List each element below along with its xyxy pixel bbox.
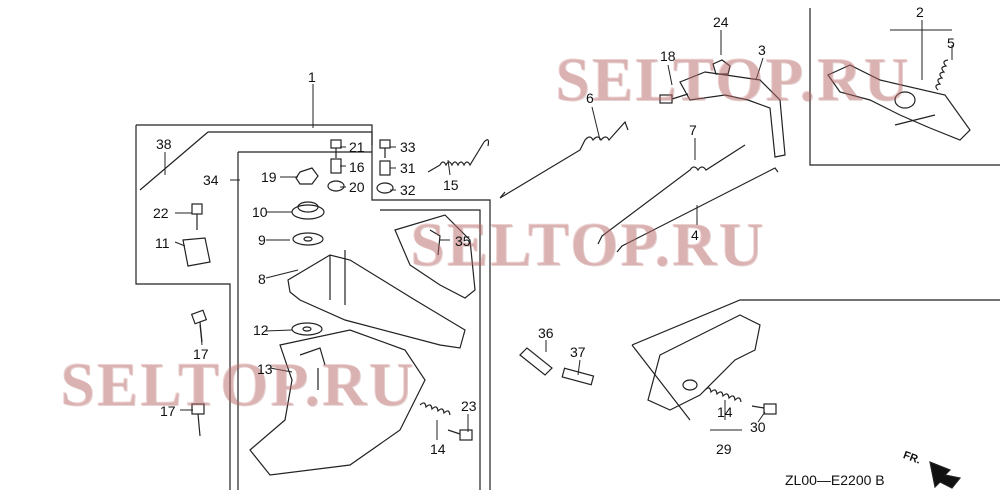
callout-14-right: 14	[717, 404, 733, 420]
bolt-21	[330, 139, 342, 158]
group-box-34	[237, 151, 372, 490]
group-box-1	[139, 131, 491, 490]
callout-32: 32	[400, 182, 416, 198]
callout-8: 8	[258, 271, 266, 287]
callout-16: 16	[349, 159, 365, 175]
washer-12	[291, 322, 323, 336]
collar-36	[519, 347, 553, 376]
callout-36: 36	[538, 325, 554, 341]
spring-14b	[704, 387, 742, 403]
assembly-2	[827, 64, 971, 141]
callout-34: 34	[203, 172, 219, 188]
diagram-code: ZL00—E2200 B	[785, 472, 885, 488]
callout-9: 9	[258, 232, 266, 248]
collar-16	[330, 158, 342, 174]
rod-4	[616, 167, 779, 253]
callout-30: 30	[750, 419, 766, 435]
callout-11: 11	[155, 235, 170, 251]
callout-14-left: 14	[430, 441, 446, 457]
callout-10: 10	[252, 204, 268, 220]
rod-6	[499, 120, 629, 199]
callout-17-bottom: 17	[160, 403, 176, 419]
group-box-8	[380, 209, 481, 490]
callout-2: 2	[916, 4, 924, 20]
bracket-13	[249, 329, 426, 476]
clip-20	[327, 180, 345, 192]
callout-7: 7	[689, 122, 697, 138]
callout-13: 13	[257, 361, 273, 377]
callout-23: 23	[461, 398, 477, 414]
callout-38: 38	[156, 136, 172, 152]
callout-12: 12	[253, 322, 269, 338]
watermark-top-right: SELTOP.RU	[555, 46, 911, 114]
clip-11	[182, 237, 211, 267]
rod-7	[597, 144, 746, 245]
callout-29: 29	[716, 441, 732, 457]
spring-15	[427, 139, 490, 173]
callout-31: 31	[400, 160, 416, 176]
callout-3: 3	[758, 42, 766, 58]
bolt-22	[191, 203, 203, 230]
lever-3	[679, 71, 786, 158]
collar-10	[291, 201, 325, 220]
callout-35: 35	[455, 233, 471, 249]
spring-14a	[419, 402, 451, 416]
callout-37: 37	[570, 344, 586, 360]
callout-21: 21	[349, 139, 365, 155]
group-box-29	[631, 299, 1000, 421]
callout-17-top: 17	[193, 346, 209, 362]
callout-19: 19	[261, 169, 277, 185]
callout-5: 5	[947, 35, 955, 51]
callout-15: 15	[443, 177, 459, 193]
washer-9	[292, 232, 324, 246]
callout-18: 18	[660, 48, 676, 64]
callout-33: 33	[400, 139, 416, 155]
bolt-23	[447, 429, 473, 441]
bolt-37	[561, 367, 595, 386]
watermark-bottom-left: SELTOP.RU	[60, 351, 416, 419]
callout-24: 24	[713, 14, 729, 30]
callout-20: 20	[349, 179, 365, 195]
bolt-33	[379, 139, 391, 158]
bolt-18	[659, 93, 689, 104]
bracket-29	[647, 314, 761, 411]
watermark-center: SELTOP.RU	[410, 211, 766, 279]
spring-5	[935, 59, 949, 91]
nut-19	[295, 167, 319, 185]
group-box-2	[809, 8, 1000, 166]
group-box-38	[135, 124, 373, 490]
callout-4: 4	[691, 227, 699, 243]
callout-1: 1	[308, 69, 316, 85]
clip-32	[376, 182, 394, 194]
collar-31	[379, 160, 391, 176]
nut-24	[712, 59, 731, 75]
callout-6: 6	[586, 90, 594, 106]
front-arrow-icon	[929, 461, 962, 489]
bolt-30	[751, 403, 777, 415]
bolt-17b	[191, 403, 205, 437]
callout-22: 22	[153, 205, 169, 221]
bolt-17a	[190, 309, 208, 343]
bracket-35	[394, 214, 476, 299]
plate-8	[287, 250, 466, 349]
